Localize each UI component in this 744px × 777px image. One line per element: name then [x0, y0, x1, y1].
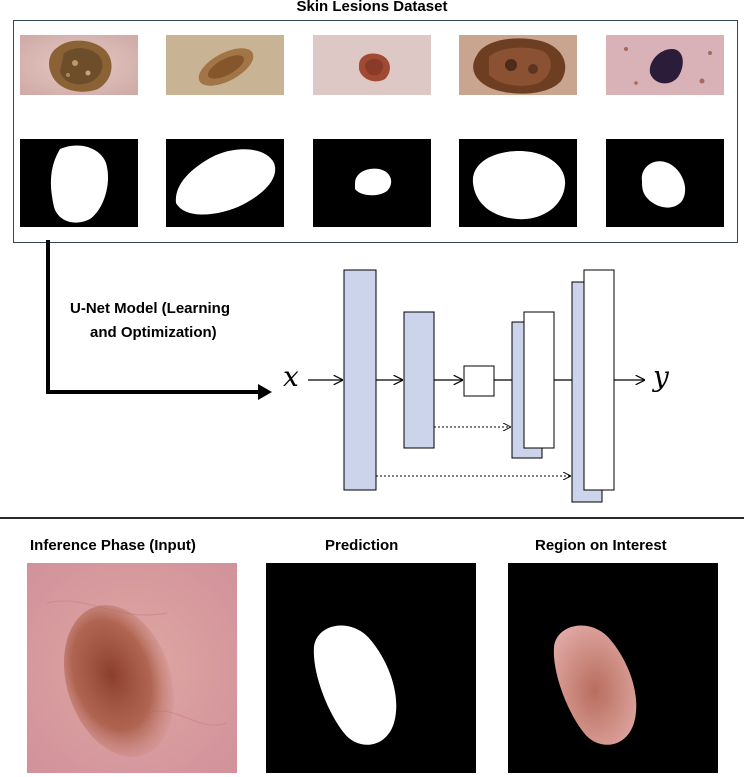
output-symbol: y	[653, 360, 669, 393]
encoder-block-1	[343, 269, 377, 491]
skin-lesion-image-2	[166, 35, 284, 95]
region-of-interest-image	[508, 563, 718, 773]
inference-input-title: Inference Phase (Input)	[30, 537, 196, 554]
section-divider	[0, 517, 744, 519]
skin-lesion-image-1	[20, 35, 138, 95]
dataset-title: Skin Lesions Dataset	[296, 0, 448, 15]
decoder-block-2	[583, 269, 615, 491]
model-label-line2: and Optimization)	[90, 324, 217, 341]
segmentation-mask-4	[459, 139, 577, 227]
roi-title: Region on Interest	[535, 537, 667, 554]
encoder-block-2	[403, 311, 435, 449]
prediction-mask	[266, 563, 476, 773]
segmentation-mask-3	[313, 139, 431, 227]
skin-lesion-image-4	[459, 35, 577, 95]
prediction-title: Prediction	[325, 537, 399, 554]
inference-input-image	[27, 563, 237, 773]
bottleneck-block	[463, 365, 495, 397]
model-label-line1: U-Net Model (Learning	[70, 300, 230, 317]
input-symbol: x	[283, 360, 299, 393]
skin-lesion-image-5	[606, 35, 724, 95]
skin-lesion-image-3	[313, 35, 431, 95]
segmentation-mask-5	[606, 139, 724, 227]
segmentation-mask-2	[166, 139, 284, 227]
segmentation-mask-1	[20, 139, 138, 227]
dataset-frame	[13, 20, 738, 243]
decoder-block-1	[523, 311, 555, 449]
